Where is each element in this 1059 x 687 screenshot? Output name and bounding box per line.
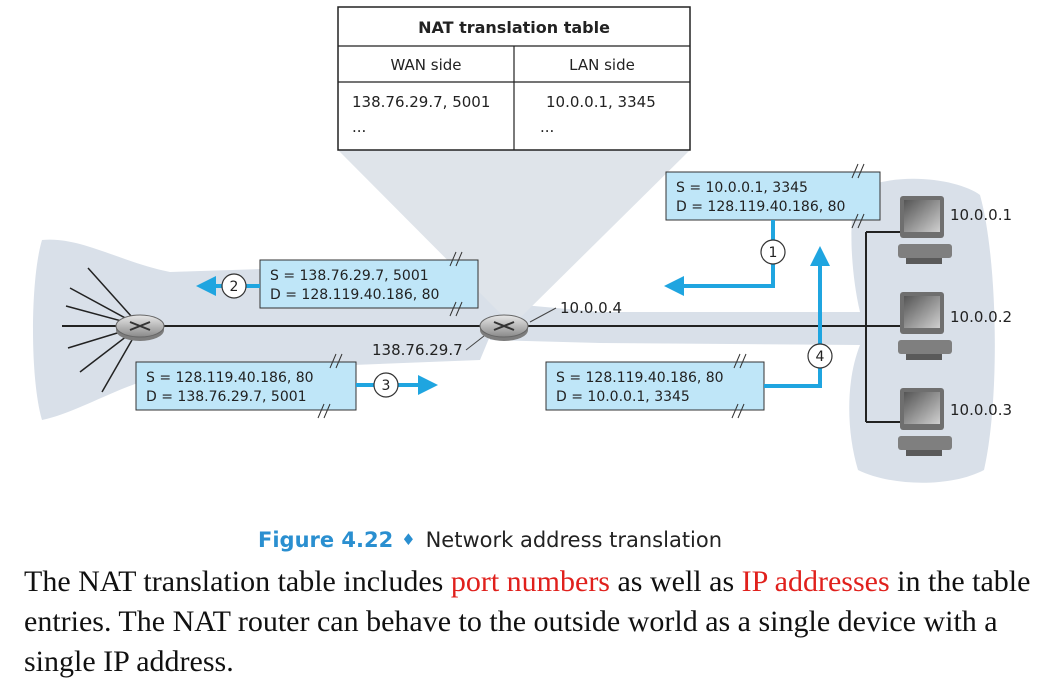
step-3-badge [373,372,399,398]
description-text-2: as well as [609,565,742,598]
description-paragraph: The NAT translation table includes port … [24,562,1044,682]
router-wan-address-leader [465,335,485,351]
host-1-computer-icon [898,196,952,264]
figure-title: Network address translation [425,528,723,552]
step-4-badge [807,343,833,369]
step-4-number: 4 [816,349,825,365]
highlight-port-numbers: port numbers [450,565,610,598]
packet-2-destination: D = 128.119.40.186, 80 [270,287,439,303]
internet-router-icon [115,314,165,341]
nat-table-header-lan: LAN side [569,56,635,74]
nat-table-ellipsis-wan: ... [352,118,366,136]
lan-bus [865,231,900,423]
diamond-icon: ♦ [401,530,416,549]
packet-2: S = 138.76.29.7, 5001 D = 128.119.40.186… [259,251,479,317]
step-3-number: 3 [382,378,391,394]
host-3-computer-icon [898,388,952,456]
step-2-number: 2 [230,279,239,295]
nat-translation-table: NAT translation table WAN side LAN side … [337,6,691,151]
packet-3: S = 128.119.40.186, 80 D = 138.76.29.7, … [135,353,357,419]
description-text-1: The NAT translation table includes [24,565,451,598]
step-1-badge [760,239,786,265]
packet-1-destination: D = 128.119.40.186, 80 [676,199,845,215]
nat-table-ellipsis-lan: ... [540,118,554,136]
figure-number: Figure 4.22 [258,528,394,552]
packet-4-destination: D = 10.0.0.1, 3345 [556,389,690,405]
packet-3-destination: D = 138.76.29.7, 5001 [146,389,307,405]
description-text-3: in the table entries. The NAT router can… [24,565,1031,678]
figure-caption: Figure 4.22 ♦ Network address translation [258,528,722,552]
router-lan-address-leader [529,307,557,323]
packet-4-arrow [764,246,830,388]
nat-table-cell-lan: 10.0.0.1, 3345 [546,93,656,111]
step-1-number: 1 [769,245,778,261]
nat-table-cell-wan: 138.76.29.7, 5001 [352,93,490,111]
step-2-badge [221,273,247,299]
packet-1-break-mark [851,163,865,179]
host-1-address: 10.0.0.1 [950,206,1012,224]
nat-callout-cone [338,150,690,318]
packet-4-source: S = 128.119.40.186, 80 [556,370,724,386]
home-network-cloud [490,178,995,483]
packet-4: S = 128.119.40.186, 80 D = 10.0.0.1, 334… [545,353,765,419]
packet-2-source: S = 138.76.29.7, 5001 [270,268,429,284]
nat-router-icon [479,314,529,341]
host-2-address: 10.0.0.2 [950,308,1012,326]
packet-1: S = 10.0.0.1, 3345 D = 128.119.40.186, 8… [665,163,881,229]
nat-table-header-wan: WAN side [391,56,462,74]
host-3-address: 10.0.0.3 [950,401,1012,419]
host-2-computer-icon [898,292,952,360]
highlight-ip-addresses: IP addresses [741,565,890,598]
packet-1-source: S = 10.0.0.1, 3345 [676,180,808,196]
packet-3-source: S = 128.119.40.186, 80 [146,370,314,386]
router-lan-address: 10.0.0.4 [560,299,622,317]
router-wan-address: 138.76.29.7 [372,341,463,359]
nat-table-title: NAT translation table [418,18,610,37]
packet-1-arrow [664,220,775,296]
